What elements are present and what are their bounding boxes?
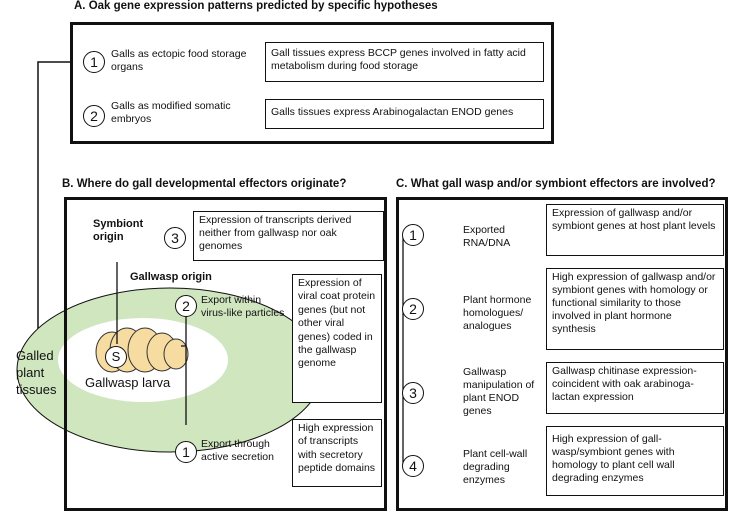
panel-c-label-2: Plant hormone homologues/ analogues xyxy=(463,294,532,332)
panel-c-box-1: Expression of gallwasp and/or symbiont g… xyxy=(546,204,724,256)
panel-c-number-4: 4 xyxy=(402,455,424,477)
panel-c-label-1: Exported RNA/DNA xyxy=(463,224,511,249)
panel-b-box-2: Expression of viral coat protein genes (… xyxy=(292,274,382,403)
panel-b-label-2: Export within virus-like particles xyxy=(201,294,285,319)
panel-c xyxy=(396,197,728,511)
panel-c-label-4: Plant cell-wall degrading enzymes xyxy=(463,448,528,486)
panel-a-label-1: Galls as ectopic food storage organs xyxy=(111,48,247,73)
panel-a-box-2: Galls tissues express Arabinogalactan EN… xyxy=(265,99,544,129)
panel-c-box-3: Gallwasp chitinase expression-coincident… xyxy=(546,362,724,414)
panel-c-label-3: Gallwasp manipulation of plant ENOD gene… xyxy=(463,366,535,417)
panel-b-number-2: 2 xyxy=(175,295,197,317)
panel-c-title: C. What gall wasp and/or symbiont effect… xyxy=(396,178,716,190)
panel-b-number-1: 1 xyxy=(175,441,197,463)
panel-c-number-3: 3 xyxy=(402,382,424,404)
symbiont-origin-label: Symbiont origin xyxy=(93,218,144,243)
panel-a-number-1: 1 xyxy=(83,51,105,73)
panel-b-number-3: 3 xyxy=(164,227,186,249)
panel-a-title: A. Oak gene expression patterns predicte… xyxy=(74,0,438,12)
tissue-to-panel-a-connector xyxy=(37,61,70,335)
symbiont-circle: S xyxy=(105,346,127,368)
gallwasp-larva-label: Gallwasp larva xyxy=(85,375,171,390)
galled-tissues-label: Galled plant tissues xyxy=(16,348,57,397)
panel-a-number-2: 2 xyxy=(83,105,105,127)
panel-a xyxy=(70,22,554,144)
panel-c-box-4: High expression of gall-wasp/symbiont ge… xyxy=(546,426,724,496)
panel-c-box-2: High expression of gallwasp and/or symbi… xyxy=(546,268,724,350)
panel-b-box-3: Expression of transcripts derived neithe… xyxy=(193,211,384,261)
panel-a-label-2: Galls as modified somatic embryos xyxy=(111,100,231,125)
panel-b xyxy=(64,197,387,511)
panel-c-number-2: 2 xyxy=(402,298,424,320)
gallwasp-origin-label: Gallwasp origin xyxy=(130,271,212,283)
panel-c-number-1: 1 xyxy=(402,224,424,246)
panel-b-box-1: High expression of transcripts with secr… xyxy=(292,419,382,487)
panel-b-label-1: Export through active secretion xyxy=(201,438,274,463)
panel-a-box-1: Gall tissues express BCCP genes involved… xyxy=(265,42,544,82)
panel-b-title: B. Where do gall developmental effectors… xyxy=(62,178,347,190)
